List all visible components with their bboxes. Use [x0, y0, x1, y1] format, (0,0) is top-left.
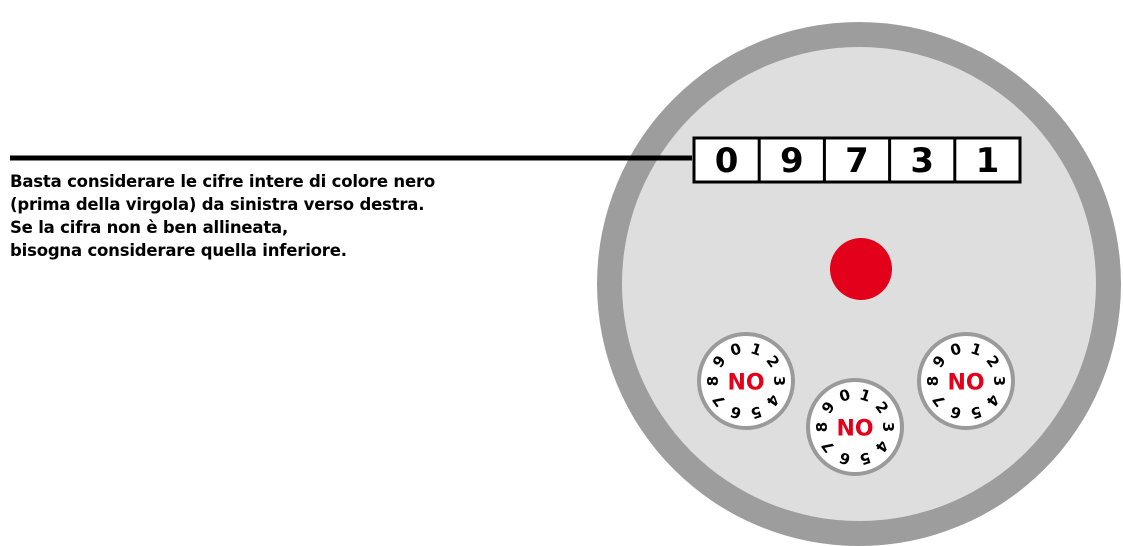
- dial-number: 8: [704, 376, 722, 386]
- odometer-digit: 1: [976, 141, 1000, 181]
- odometer: 0 9 7 3 1: [692, 136, 1022, 184]
- dial-number: 3: [770, 376, 788, 386]
- odometer-digit: 0: [715, 141, 739, 181]
- dial-no-label: NO: [727, 371, 764, 396]
- dial-face: [806, 378, 904, 476]
- dial-number: 3: [990, 376, 1008, 386]
- dial-number: 8: [924, 376, 942, 386]
- dial-face: [697, 332, 795, 430]
- red-indicator-dot: [830, 238, 892, 300]
- instruction-line-2: (prima della virgola) da sinistra verso …: [10, 195, 425, 214]
- dial-number: 3: [879, 422, 897, 432]
- instruction-line-1: Basta considerare le cifre intere di col…: [10, 172, 436, 191]
- odometer-window: [692, 136, 1022, 184]
- instruction-line-4: bisogna considerare quella inferiore.: [10, 241, 347, 260]
- instruction-line-3: Se la cifra non è ben allineata,: [10, 218, 289, 237]
- dial-no-label: NO: [836, 417, 873, 442]
- instruction-text: Basta considerare le cifre intere di col…: [10, 170, 570, 262]
- dial-no-label: NO: [947, 371, 984, 396]
- odometer-digit: 3: [910, 141, 934, 181]
- dial-number: 8: [813, 422, 831, 432]
- odometer-digit: 9: [780, 141, 804, 181]
- dial-face: [917, 332, 1015, 430]
- odometer-digit: 7: [845, 141, 869, 181]
